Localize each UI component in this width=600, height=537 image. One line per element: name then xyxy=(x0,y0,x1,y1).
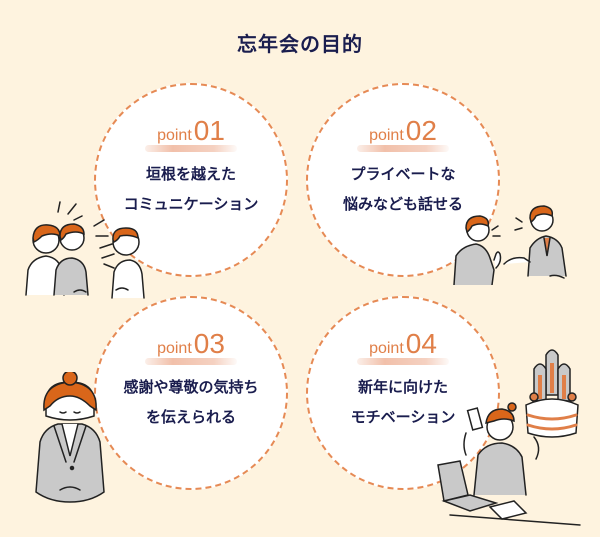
point-heading: point02 xyxy=(308,115,498,152)
point-label: 垣根を越えた コミュニケーション xyxy=(96,159,286,219)
point-heading: point01 xyxy=(96,115,286,152)
woman-bowing-illustration xyxy=(35,372,105,503)
point-label-line2: モチベーション xyxy=(350,408,456,426)
point-circle-02: point02 プライベートな 悩みなども話せる xyxy=(306,83,500,277)
point-number: 03 xyxy=(193,328,225,359)
three-people-chatting-illustration xyxy=(25,201,145,299)
point-word: point xyxy=(157,127,192,144)
point-heading: point04 xyxy=(308,328,498,365)
point-circle-03: point03 感謝や尊敬の気持ち を伝えられる xyxy=(94,296,288,490)
point-label-line1: プライベートな xyxy=(350,165,456,183)
point-heading: point03 xyxy=(96,328,286,365)
woman-working-kadomatsu-illustration xyxy=(437,349,581,526)
point-label-line1: 垣根を越えた xyxy=(145,165,236,183)
point-label: プライベートな 悩みなども話せる xyxy=(308,159,498,219)
brush-stroke-decoration xyxy=(145,145,237,152)
point-label-line2: 悩みなども話せる xyxy=(342,195,463,213)
point-word: point xyxy=(157,340,192,357)
point-label: 新年に向けた モチベーション xyxy=(308,372,498,432)
point-number: 04 xyxy=(405,328,437,359)
point-number: 01 xyxy=(193,115,225,146)
brush-stroke-decoration xyxy=(145,358,237,365)
businessmen-talking-illustration xyxy=(453,205,567,285)
point-label-line1: 新年に向けた xyxy=(357,378,448,396)
point-label-line1: 感謝や尊敬の気持ち xyxy=(123,378,259,396)
point-word: point xyxy=(369,127,404,144)
brush-stroke-decoration xyxy=(357,145,449,152)
point-number: 02 xyxy=(405,115,437,146)
point-label-line2: コミュニケーション xyxy=(123,195,259,213)
point-label: 感謝や尊敬の気持ち を伝えられる xyxy=(96,372,286,432)
point-circle-04: point04 新年に向けた モチベーション xyxy=(306,296,500,490)
page-title: 忘年会の目的 xyxy=(237,32,363,56)
point-word: point xyxy=(369,340,404,357)
point-label-line2: を伝えられる xyxy=(145,408,236,426)
brush-stroke-decoration xyxy=(357,358,449,365)
